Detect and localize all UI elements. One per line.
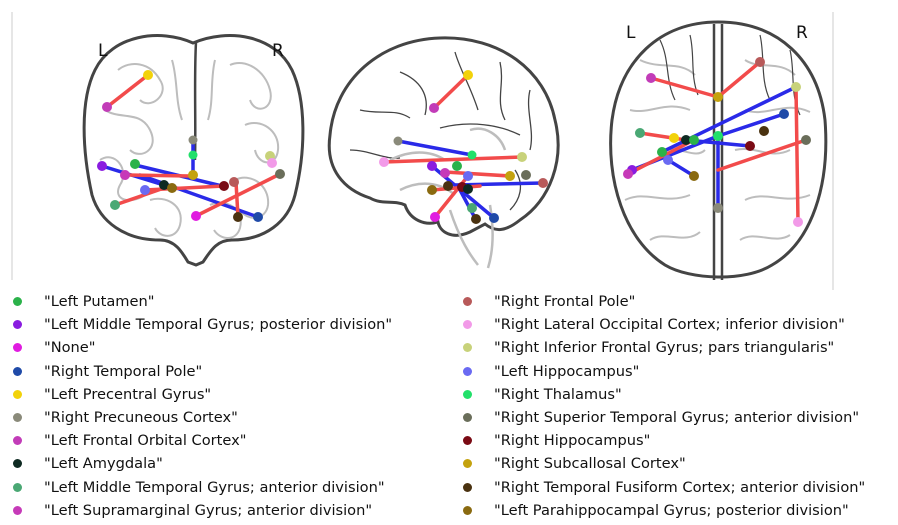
connectome-figure: L R	[0, 0, 898, 290]
coronal-sulci	[100, 60, 278, 238]
legend-marker	[13, 483, 22, 492]
legend-label: "Right Temporal Pole"	[44, 363, 202, 380]
legend-marker	[13, 413, 22, 422]
legend-label: "Left Supramarginal Gyrus; anterior divi…	[44, 502, 372, 519]
coronal-left-label: L	[98, 41, 108, 61]
legend-label: "Left Putamen"	[44, 293, 154, 310]
legend-marker	[13, 459, 22, 468]
legend-marker	[463, 483, 472, 492]
legend-marker	[13, 367, 22, 376]
legend-item: "Right Frontal Pole"	[463, 290, 865, 313]
legend-label: "Right Lateral Occipital Cortex; inferio…	[494, 316, 845, 333]
legend-marker	[463, 343, 472, 352]
legend-marker	[463, 367, 472, 376]
legend-item: "Left Amygdala"	[13, 452, 392, 475]
legend-item: "Right Lateral Occipital Cortex; inferio…	[463, 313, 865, 336]
legend-item: "Left Frontal Orbital Cortex"	[13, 429, 392, 452]
legend-marker	[13, 390, 22, 399]
legend-item: "Left Precentral Gyrus"	[13, 383, 392, 406]
legend-item: "Right Superior Temporal Gyrus; anterior…	[463, 406, 865, 429]
legend-label: "Right Temporal Fusiform Cortex; anterio…	[494, 479, 865, 496]
legend-item: "Right Precuneous Cortex"	[13, 406, 392, 429]
legend-label: "Left Middle Temporal Gyrus; anterior di…	[44, 479, 385, 496]
legend-item: "Right Temporal Pole"	[13, 360, 392, 383]
legend-marker	[13, 506, 22, 515]
legend-label: "Left Frontal Orbital Cortex"	[44, 432, 246, 449]
legend-marker	[463, 297, 472, 306]
legend-item: "Left Putamen"	[13, 290, 392, 313]
legend-item: "Left Parahippocampal Gyrus; posterior d…	[463, 499, 865, 522]
sagittal-nodes	[379, 70, 548, 224]
legend-item: "Right Thalamus"	[463, 383, 865, 406]
axial-right-label: R	[796, 23, 808, 43]
legend-item: "Right Hippocampus"	[463, 429, 865, 452]
legend-label: "Right Inferior Frontal Gyrus; pars tria…	[494, 339, 834, 356]
legend-item: "Left Middle Temporal Gyrus; anterior di…	[13, 476, 392, 499]
legend-marker	[463, 320, 472, 329]
legend-label: "Right Frontal Pole"	[494, 293, 635, 310]
legend-marker	[13, 320, 22, 329]
axial-view: L R	[611, 22, 826, 280]
legend-marker	[463, 459, 472, 468]
legend-item: "Right Temporal Fusiform Cortex; anterio…	[463, 476, 865, 499]
legend-label: "Right Superior Temporal Gyrus; anterior…	[494, 409, 859, 426]
legend-label: "Right Subcallosal Cortex"	[494, 455, 686, 472]
legend-marker	[463, 436, 472, 445]
coronal-view: L R	[84, 36, 303, 265]
legend-item: "Left Middle Temporal Gyrus; posterior d…	[13, 313, 392, 336]
legend-item: "None"	[13, 336, 392, 359]
legend-item: "Right Inferior Frontal Gyrus; pars tria…	[463, 336, 865, 359]
legend-marker	[463, 506, 472, 515]
legend-label: "None"	[44, 339, 96, 356]
legend-marker	[13, 297, 22, 306]
sagittal-view	[329, 38, 558, 268]
legend-marker	[13, 436, 22, 445]
legend-label: "Left Parahippocampal Gyrus; posterior d…	[494, 502, 849, 519]
legend-marker	[13, 343, 22, 352]
legend-item: "Left Hippocampus"	[463, 360, 865, 383]
legend-marker	[463, 413, 472, 422]
legend-label: "Left Middle Temporal Gyrus; posterior d…	[44, 316, 392, 333]
legend-item: "Right Subcallosal Cortex"	[463, 452, 865, 475]
legend-label: "Left Precentral Gyrus"	[44, 386, 211, 403]
axial-thin-sulci	[660, 35, 800, 115]
legend-label: "Right Hippocampus"	[494, 432, 650, 449]
legend-marker	[463, 390, 472, 399]
coronal-edges	[102, 75, 280, 217]
coronal-right-label: R	[272, 41, 284, 61]
legend-item: "Left Supramarginal Gyrus; anterior divi…	[13, 499, 392, 522]
legend-label: "Left Amygdala"	[44, 455, 163, 472]
legend-left: "Left Putamen" "Left Middle Temporal Gyru…	[13, 290, 392, 522]
legend-label: "Right Precuneous Cortex"	[44, 409, 238, 426]
legend-label: "Right Thalamus"	[494, 386, 622, 403]
legend-right: "Right Frontal Pole" "Right Lateral Occip…	[463, 290, 865, 522]
legend-label: "Left Hippocampus"	[494, 363, 639, 380]
axial-left-label: L	[626, 23, 636, 43]
